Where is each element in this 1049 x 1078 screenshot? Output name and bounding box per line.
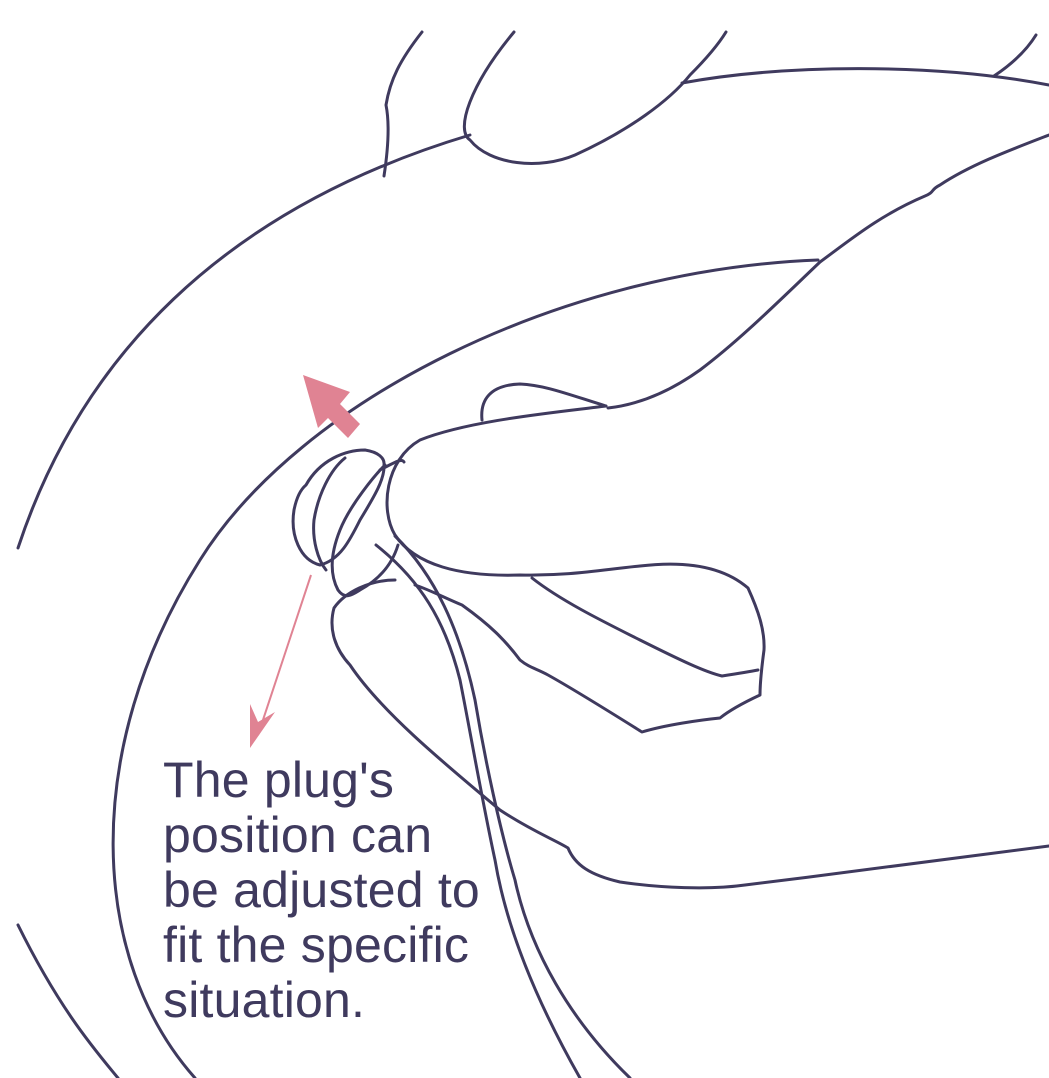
caption-line-5: situation. <box>163 973 523 1028</box>
outer-ear-rim <box>18 135 470 548</box>
upper-fingers <box>384 32 1049 176</box>
outer-ear-rim-lower <box>18 925 118 1078</box>
thumb-inner-crease <box>532 578 758 676</box>
move-direction-arrow <box>303 375 360 438</box>
finger-thumb-tip <box>464 32 726 163</box>
finger-top-corner <box>994 35 1036 76</box>
caption-text: The plug's position can be adjusted to f… <box>163 753 523 1028</box>
pointer-line <box>258 575 311 735</box>
caption-line-1: The plug's <box>163 753 523 808</box>
caption-line-4: fit the specific <box>163 918 523 973</box>
caption-line-2: position can <box>163 808 523 863</box>
earplug-flange-outer <box>293 450 384 565</box>
caption-line-3: be adjusted to <box>163 863 523 918</box>
callout-pointer <box>250 575 311 748</box>
arrow-up-left-icon <box>303 375 360 438</box>
arrow-down-icon <box>250 704 275 748</box>
thumb <box>387 406 764 732</box>
hand-back-edge <box>608 135 1049 408</box>
